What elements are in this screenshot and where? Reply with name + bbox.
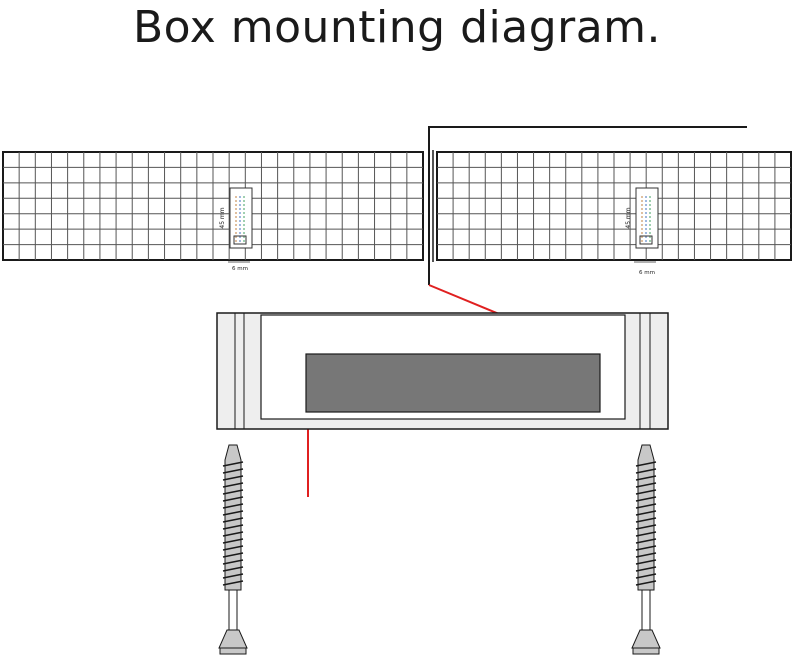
- right-screw: [631, 444, 661, 655]
- left-slot-width-label: 6 mm: [232, 266, 248, 272]
- diagram-title: Box mounting diagram.: [132, 2, 662, 53]
- right-grid-panel: [436, 151, 792, 261]
- inner-block: [305, 353, 601, 413]
- left-grid-panel: [2, 151, 424, 261]
- left-mounting-slot: 45 mm 6 mm: [219, 187, 253, 272]
- cable-line: [428, 126, 747, 285]
- left-screw: [218, 444, 248, 655]
- left-slot-height-label: 45 mm: [219, 207, 226, 228]
- right-mounting-slot: 45 mm 6 mm: [625, 187, 659, 276]
- right-slot-height-label: 45 mm: [625, 207, 632, 228]
- right-slot-width-label: 6 mm: [639, 270, 655, 276]
- mounting-box: [216, 312, 669, 430]
